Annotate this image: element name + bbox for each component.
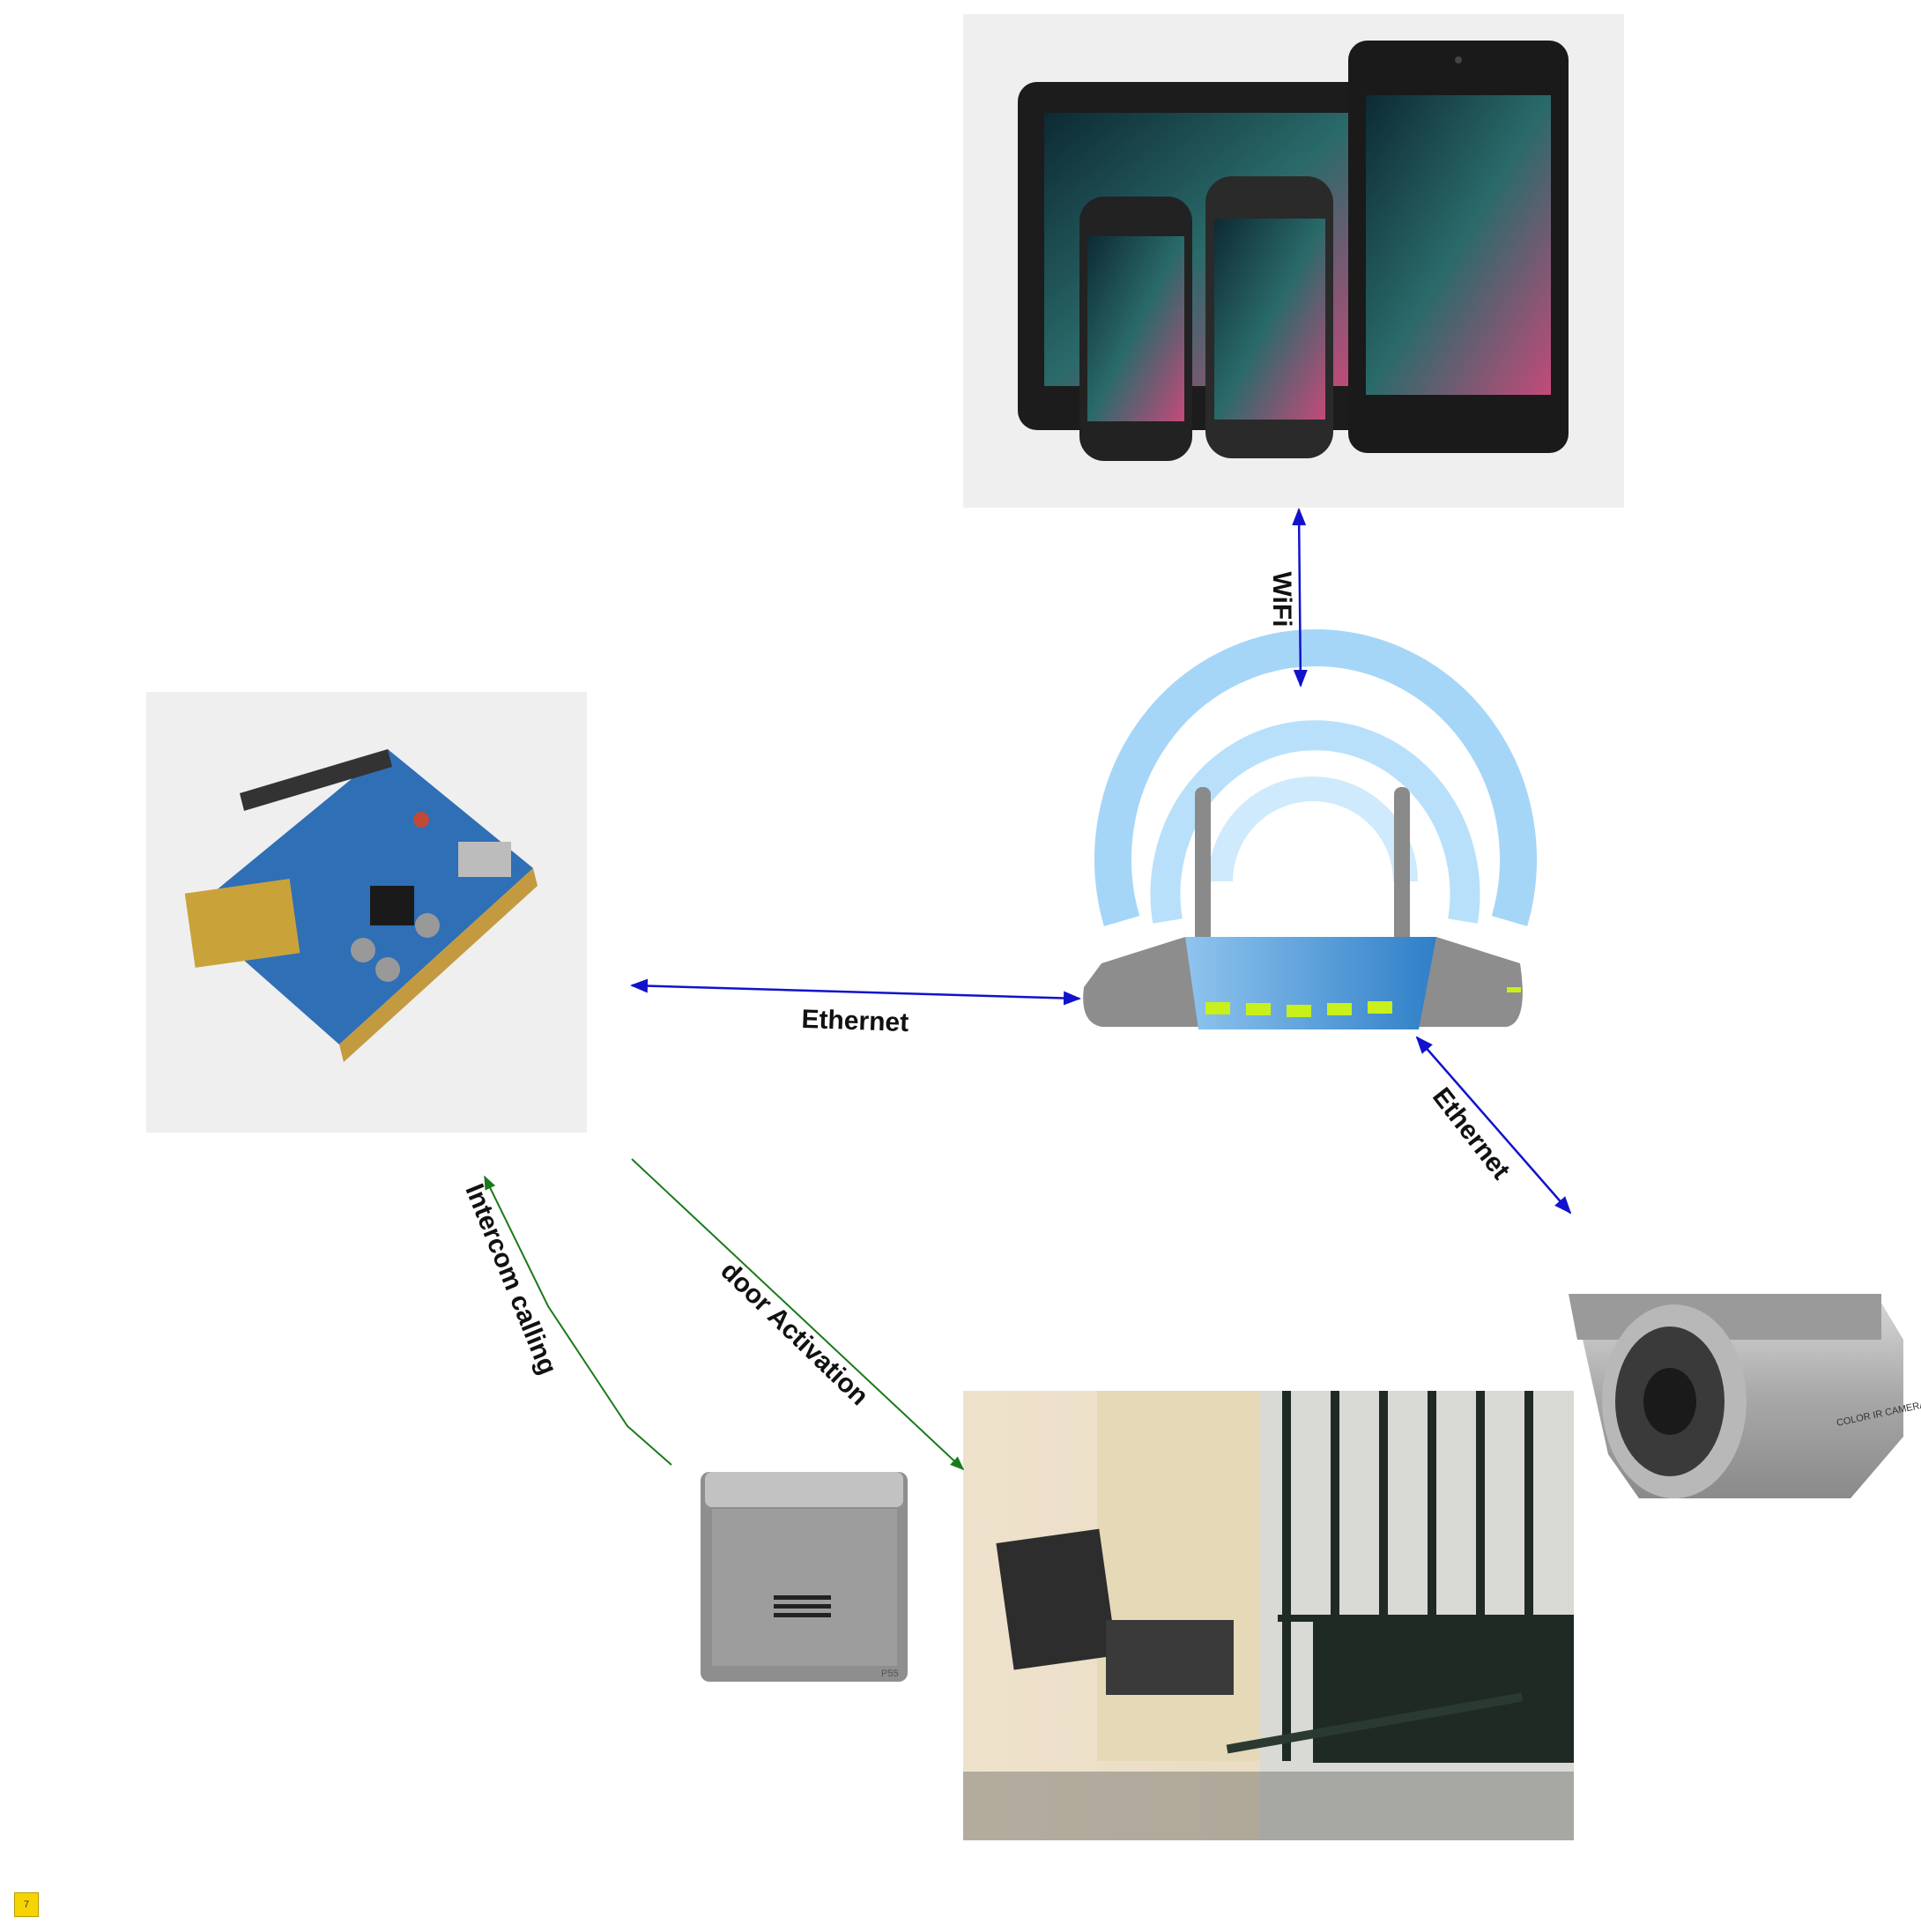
page-badge: 7 [14,1892,39,1917]
gate-image [963,1391,1574,1840]
edge-intercom [484,1175,672,1466]
arduino-image [146,692,587,1133]
edge-ethernet-arduino [630,978,1081,1006]
edge-wifi [1292,508,1308,687]
edge-ethernet-camera [1415,1036,1572,1215]
camera-image: COLOR IR CAMERA [1569,1294,1921,1498]
edge-door [631,1158,965,1471]
intercom-image: P55 [701,1472,908,1682]
label-door-activation: door Activation [715,1256,873,1411]
wifi-router-image [1083,629,1537,1029]
label-wifi: WiFi [1267,571,1296,627]
intercom-label: P55 [881,1668,899,1679]
android-devices-image [963,14,1624,508]
label-intercom-calling: Intercom calling [459,1180,562,1379]
label-ethernet-arduino: Ethernet [801,1005,909,1037]
